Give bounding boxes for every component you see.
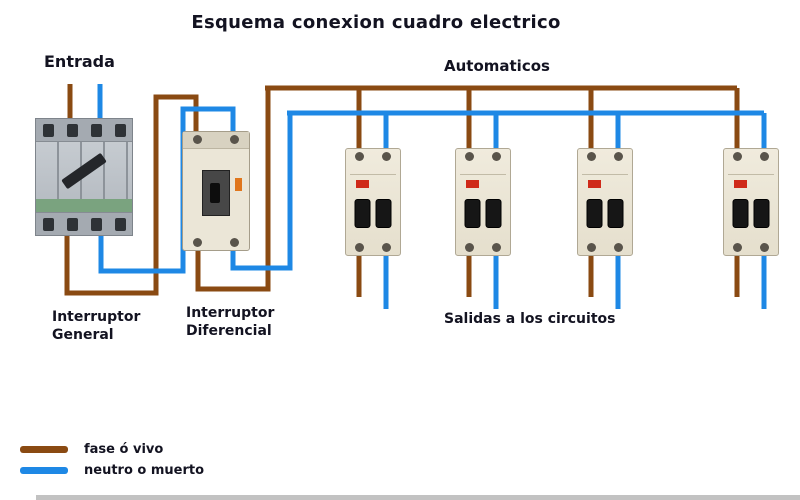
red-indicator xyxy=(356,180,369,188)
breaker-toggles xyxy=(354,199,392,228)
legend-label-phase: fase ó vivo xyxy=(84,441,164,457)
neutral-color-swatch xyxy=(20,466,68,474)
terminal-screw xyxy=(193,238,202,247)
automatico-device-4 xyxy=(723,148,779,256)
interruptor-diferencial-device xyxy=(182,131,250,251)
terminal-screw xyxy=(492,152,501,161)
label-entrada: Entrada xyxy=(44,52,115,71)
automatico-device-1 xyxy=(345,148,401,256)
terminal-screw xyxy=(382,243,391,252)
terminal-screw xyxy=(382,152,391,161)
breaker-toggle xyxy=(607,199,624,228)
label-salidas: Salidas a los circuitos xyxy=(444,311,616,327)
breaker-toggle xyxy=(485,199,502,228)
terminal-screw xyxy=(114,217,126,231)
terminal-screw xyxy=(355,152,364,161)
terminal-screw xyxy=(492,243,501,252)
diagram-title: Esquema conexion cuadro electrico xyxy=(191,12,561,33)
terminal-screw xyxy=(760,243,769,252)
terminal-screw xyxy=(230,238,239,247)
faceplate-line xyxy=(350,174,396,175)
label-interruptor-diferencial: Interruptor Diferencial xyxy=(186,305,275,340)
red-indicator xyxy=(734,180,747,188)
breaker-window xyxy=(202,170,230,216)
automatico-device-3 xyxy=(577,148,633,256)
red-indicator xyxy=(588,180,601,188)
terminal-screw xyxy=(355,243,364,252)
terminal-screw xyxy=(90,123,102,137)
red-indicator xyxy=(466,180,479,188)
breaker-toggle xyxy=(210,183,220,203)
terminal-screw xyxy=(465,243,474,252)
switch-label-strip xyxy=(36,199,132,212)
breaker-toggle xyxy=(354,199,371,228)
terminal-screw xyxy=(42,217,54,231)
interruptor-general-device xyxy=(35,118,133,236)
breaker-toggles xyxy=(586,199,624,228)
label-automaticos: Automaticos xyxy=(444,57,550,75)
breaker-toggle xyxy=(586,199,603,228)
legend: fase ó vivo neutro o muerto xyxy=(20,440,204,482)
terminal-screw xyxy=(230,135,239,144)
legend-label-neutral: neutro o muerto xyxy=(84,462,205,478)
terminal-screw xyxy=(42,123,54,137)
terminal-screw xyxy=(614,152,623,161)
terminal-screw xyxy=(614,243,623,252)
terminal-screw xyxy=(114,123,126,137)
phase-wires xyxy=(64,84,740,297)
terminal-screw xyxy=(193,135,202,144)
terminal-screw xyxy=(465,152,474,161)
faceplate-line xyxy=(582,174,628,175)
terminal-screw xyxy=(90,217,102,231)
terminal-screw xyxy=(760,152,769,161)
label-interruptor-general: Interruptor General xyxy=(52,309,141,344)
terminal-screw xyxy=(66,217,78,231)
terminal-screw xyxy=(733,243,742,252)
terminal-screw xyxy=(587,243,596,252)
terminal-screw xyxy=(733,152,742,161)
legend-item-neutral: neutro o muerto xyxy=(20,461,204,479)
phase-color-swatch xyxy=(20,445,68,453)
automatico-device-2 xyxy=(455,148,511,256)
breaker-toggles xyxy=(732,199,770,228)
scan-edge xyxy=(36,495,800,500)
breaker-toggle xyxy=(753,199,770,228)
status-indicator xyxy=(235,178,242,191)
terminal-strip-bottom xyxy=(36,212,132,235)
terminal-strip-top xyxy=(36,119,132,142)
breaker-toggle xyxy=(732,199,749,228)
legend-item-phase: fase ó vivo xyxy=(20,440,204,458)
breaker-toggle xyxy=(464,199,481,228)
breaker-toggle xyxy=(375,199,392,228)
switch-body xyxy=(36,142,132,199)
terminal-screw xyxy=(587,152,596,161)
faceplate-line xyxy=(460,174,506,175)
breaker-toggles xyxy=(464,199,502,228)
switch-handle xyxy=(61,152,107,189)
faceplate-line xyxy=(728,174,774,175)
terminal-screw xyxy=(66,123,78,137)
